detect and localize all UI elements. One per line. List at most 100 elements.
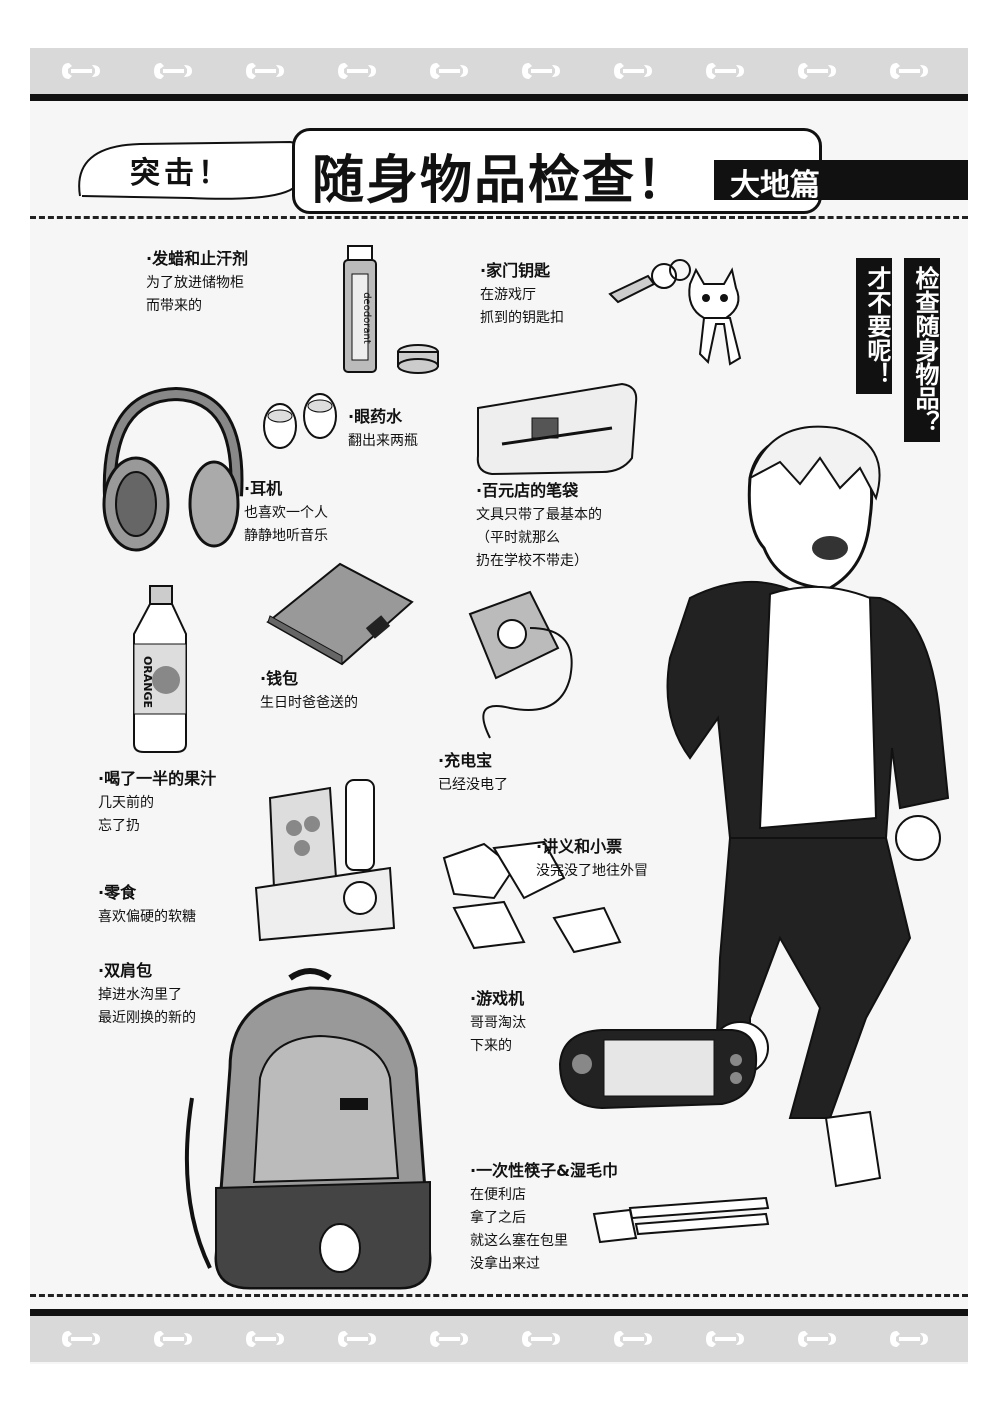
item-chopsticks-towel: ·一次性筷子&湿毛巾 在便利店 拿了之后 就这么塞在包里 没拿出来过: [470, 1158, 618, 1276]
wallet-illustration: [266, 562, 414, 666]
item-name: ·喝了一半的果汁: [98, 769, 217, 788]
wrench-icon: [614, 63, 652, 79]
item-power-bank: ·充电宝 已经没电了: [438, 748, 508, 797]
item-desc: 生日时爸爸送的: [260, 695, 358, 711]
power-bank-illustration: [468, 590, 573, 739]
wrench-icon: [154, 1331, 192, 1347]
bottom-divider: [30, 1294, 968, 1297]
wrench-icon: [246, 63, 284, 79]
item-desc: 几天前的: [98, 795, 154, 811]
boy-character-illustration: [666, 425, 950, 1188]
item-desc: 就这么塞在包里: [470, 1233, 568, 1249]
game-console-illustration: [558, 1029, 758, 1110]
item-name: ·零食: [98, 883, 137, 902]
page-title: 随身物品检查！: [312, 151, 691, 211]
wrench-icon: [62, 1331, 100, 1347]
item-snacks: ·零食 喜欢偏硬的软糖: [98, 880, 196, 929]
title-divider: [30, 216, 968, 219]
wrench-icon: [890, 63, 928, 79]
bottom-rule: [30, 1309, 968, 1316]
item-desc: 抓到的钥匙扣: [480, 310, 564, 326]
item-wallet: ·钱包 生日时爸爸送的: [260, 666, 358, 715]
item-desc: （平时就那么: [476, 530, 560, 546]
bubble-refuse: 才不要呢！: [856, 258, 892, 394]
wrench-icon: [246, 1331, 284, 1347]
cat-keychain-illustration: [608, 259, 742, 366]
item-desc: 没拿出来过: [470, 1256, 540, 1272]
item-desc: 也喜欢一个人: [244, 505, 328, 521]
wrench-icon: [706, 63, 744, 79]
item-headphones: ·耳机 也喜欢一个人 静静地听音乐: [244, 476, 328, 548]
item-handouts-receipts: ·讲义和小票 没完没了地往外冒: [536, 834, 648, 883]
item-name: ·充电宝: [438, 751, 493, 770]
item-desc: 掉进水沟里了: [98, 987, 182, 1003]
title-sub-bar: [714, 160, 968, 200]
top-wrench-band: [30, 48, 968, 94]
item-name: ·家门钥匙: [480, 261, 551, 280]
item-desc: 哥哥淘汰: [470, 1015, 526, 1031]
item-desc: 最近刚换的新的: [98, 1010, 196, 1026]
item-juice: ·喝了一半的果汁 几天前的 忘了扔: [98, 766, 216, 838]
wrench-icon: [522, 63, 560, 79]
snacks-illustration: [254, 779, 396, 942]
deodorant-spray-illustration: deodorant: [343, 245, 439, 374]
item-name: ·百元店的笔袋: [476, 481, 579, 500]
wrench-icon: [890, 1331, 928, 1347]
item-desc: 已经没电了: [438, 777, 508, 793]
item-desc: 翻出来两瓶: [348, 433, 418, 449]
item-desc: 拿了之后: [470, 1210, 526, 1226]
bubble-check: 检查随身物品？: [904, 258, 940, 442]
item-desc: 在游戏厅: [480, 287, 536, 303]
tuji-label: 突击！: [130, 156, 232, 191]
headphones-illustration: [102, 386, 244, 552]
item-desc: 扔在学校不带走）: [476, 553, 588, 569]
item-desc: 喜欢偏硬的软糖: [98, 909, 196, 925]
item-pencil-case: ·百元店的笔袋 文具只带了最基本的 （平时就那么 扔在学校不带走）: [476, 478, 602, 573]
page-frame: 突击！ 随身物品检查！ 大地篇 检查随身物品？ 才不要呢！ deodorant: [30, 48, 968, 1364]
wrench-icon: [798, 63, 836, 79]
item-desc: 而带来的: [146, 298, 202, 314]
item-name: ·发蜡和止汗剂: [146, 249, 249, 268]
bottle-label: ORANGE: [141, 656, 154, 708]
item-desc: 静静地听音乐: [244, 528, 328, 544]
crumpled-papers-illustration: [442, 840, 622, 954]
top-rule: [30, 94, 968, 101]
eye-drops-illustration: [263, 393, 337, 449]
backpack-illustration: [184, 968, 432, 1290]
item-desc: 文具只带了最基本的: [476, 507, 602, 523]
item-name: ·一次性筷子&湿毛巾: [470, 1161, 619, 1180]
item-hair-wax: ·发蜡和止汗剂 为了放进储物柜 而带来的: [146, 246, 248, 318]
title-area: 突击！ 随身物品检查！ 大地篇: [30, 118, 968, 218]
item-name: ·游戏机: [470, 989, 525, 1008]
wrench-icon: [154, 63, 192, 79]
item-desc: 在便利店: [470, 1187, 526, 1203]
item-name: ·耳机: [244, 479, 283, 498]
wrench-icon: [338, 1331, 376, 1347]
orange-juice-bottle-illustration: ORANGE: [133, 585, 187, 753]
item-backpack: ·双肩包 掉进水沟里了 最近刚换的新的: [98, 958, 196, 1030]
item-eye-drops: ·眼药水 翻出来两瓶: [348, 404, 418, 453]
wrench-icon: [614, 1331, 652, 1347]
item-name: ·眼药水: [348, 407, 403, 426]
wrench-icon: [338, 63, 376, 79]
page-subtitle: 大地篇: [730, 168, 820, 203]
wrench-icon: [430, 1331, 468, 1347]
wrench-row-bottom: [30, 1328, 968, 1350]
bottom-wrench-band: [30, 1316, 968, 1362]
item-desc: 下来的: [470, 1038, 512, 1054]
item-desc: 忘了扔: [98, 818, 140, 834]
item-name: ·双肩包: [98, 961, 153, 980]
item-game-console: ·游戏机 哥哥淘汰 下来的: [470, 986, 526, 1058]
item-desc: 没完没了地往外冒: [536, 863, 648, 879]
item-name: ·讲义和小票: [536, 837, 623, 856]
item-desc: 为了放进储物柜: [146, 275, 244, 291]
spray-label: deodorant: [361, 292, 372, 344]
wrench-icon: [706, 1331, 744, 1347]
item-house-key: ·家门钥匙 在游戏厅 抓到的钥匙扣: [480, 258, 564, 330]
wrench-icon: [798, 1331, 836, 1347]
pencil-case-illustration: [476, 382, 638, 476]
wrench-row-top: [30, 60, 968, 82]
wrench-icon: [62, 63, 100, 79]
wrench-icon: [430, 63, 468, 79]
chopsticks-towel-illustration: [592, 1196, 770, 1244]
